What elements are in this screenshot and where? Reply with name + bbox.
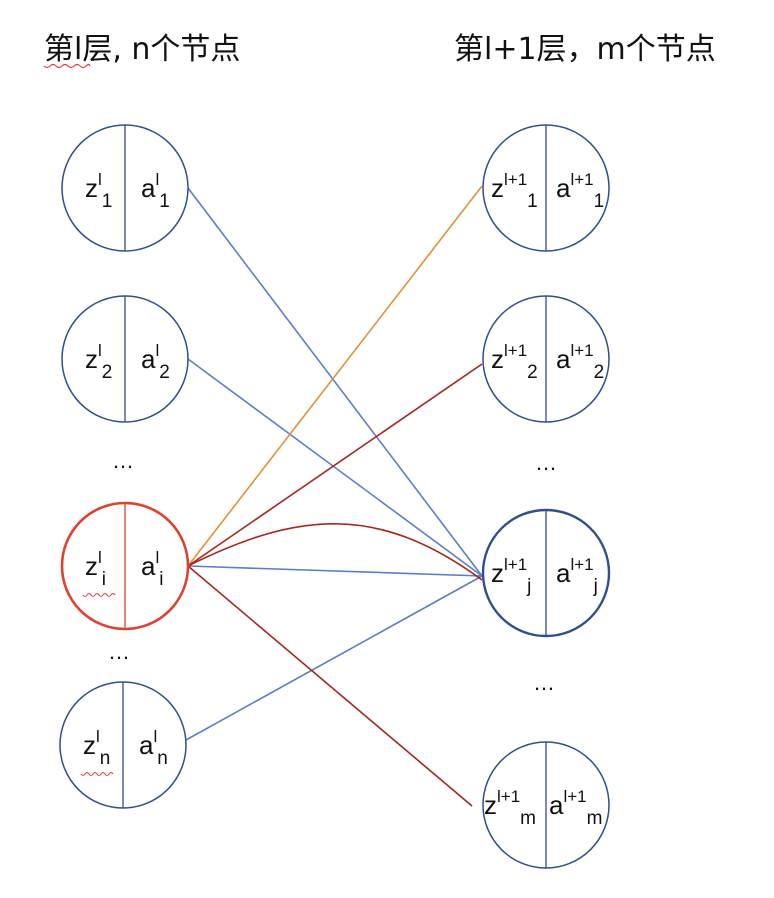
edge-a1-to-zj [187,187,483,577]
node-z-label: zl2 [85,341,112,383]
node-z-label: zl1 [85,170,112,212]
layer-l-ellipsis: … [108,639,130,664]
connection-edges [185,185,483,807]
layer-l-ellipsis: … [112,448,134,473]
spellcheck-squiggle [43,63,91,69]
node-a-label: al+11 [556,170,604,212]
layer-l1-ellipsis: … [533,670,555,695]
layer-l1-nodes: zl+11 al+11 zl+12 al+12 zl+1j al+1j zl+1m al+1m [481,124,611,869]
right-node-4: zl+1m al+1m [482,741,610,869]
node-a-label: ali [141,548,163,590]
node-z-label: zl+1m [484,787,536,829]
node-a-label: al2 [141,341,170,383]
edge-a2-to-zj [187,358,483,577]
spellcheck-squiggle [82,592,116,598]
layer-l1-ellipsis: … [535,450,557,475]
node-a-label: aln [139,727,168,769]
right-node-1: zl+11 al+11 [482,124,610,252]
right-node-3: zl+1j al+1j [481,508,611,638]
edge-an-to-zj [185,575,483,741]
node-z-label: zl+1j [491,555,531,597]
edge-ai-to-zm [187,565,473,807]
edge-ai-to-z1 [187,185,483,567]
layer-l-nodes: zl1 al1 zl2 al2 zli ali zln aln [59,124,190,809]
spellcheck-squiggle [80,771,114,777]
node-a-label: al+12 [556,341,604,383]
left-node-3: zli ali [60,501,190,631]
node-z-label: zl+12 [491,341,538,383]
layer-l-title: 第l层, n个节点 [44,32,241,67]
node-z-label: zl+11 [491,170,538,212]
node-z-label: zln [83,727,110,769]
node-a-label: al+1j [556,555,598,597]
edge-ai-to-z2 [187,363,483,567]
node-a-label: al+1m [549,787,602,829]
node-a-label: al1 [141,170,170,212]
layer-l1-title: 第l+1层，m个节点 [454,32,716,67]
right-node-2: zl+12 al+12 [482,295,610,423]
ellipsis-markers: … … … … [108,448,557,695]
node-z-label: zli [85,548,106,590]
edge-ai-to-zj [187,565,483,577]
left-node-2: zl2 al2 [61,295,189,423]
left-node-4: zln aln [59,681,187,809]
left-node-1: zl1 al1 [61,124,189,252]
edge-ai-to-zj-curve [187,523,483,581]
